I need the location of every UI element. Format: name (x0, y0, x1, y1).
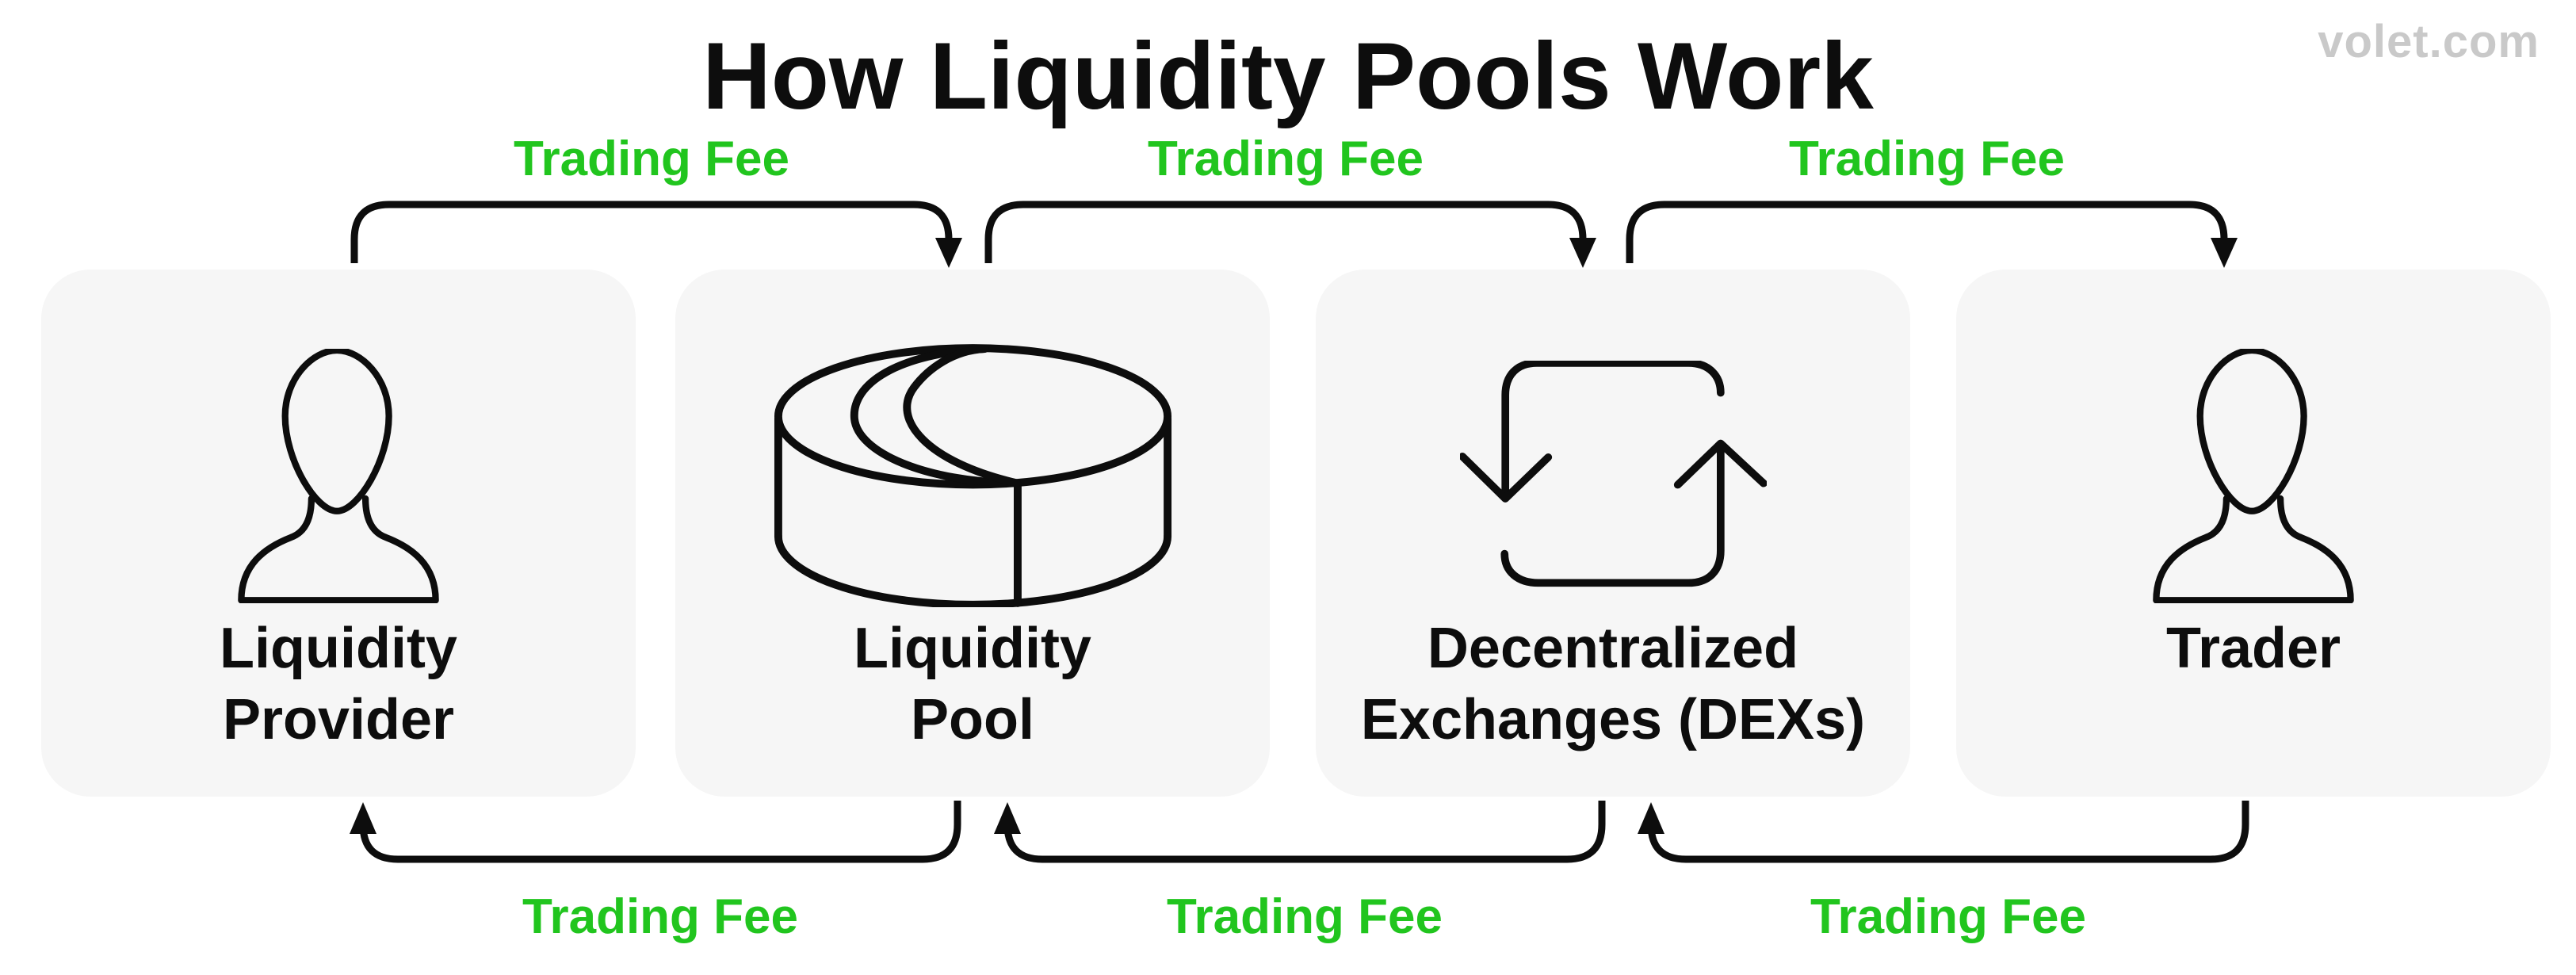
box-label-line-1: Decentralized (1427, 617, 1799, 680)
box-label-trader: Trader (1956, 613, 2551, 684)
swap-icon (1316, 341, 1910, 610)
box-label-line-1: Trader (2165, 617, 2341, 680)
arrow-pool-to-provider (350, 801, 961, 863)
pool-icon (675, 341, 1270, 610)
arrow-trader-to-dex (1638, 801, 2249, 863)
page-title: How Liquidity Pools Work (702, 23, 1874, 129)
box-label-line-2: Pool (911, 688, 1034, 751)
box-label-decentralized-exchanges: Decentralized Exchanges (DEXs) (1316, 613, 1910, 755)
box-trader: Trader (1956, 270, 2551, 797)
box-label-line-2: Provider (222, 688, 455, 751)
person-icon (1956, 341, 2551, 610)
arrow-dex-to-trader (1626, 201, 2238, 268)
trading-fee-label-bottom-3: Trading Fee (1810, 889, 2086, 944)
box-liquidity-provider: Liquidity Provider (41, 270, 636, 797)
arrow-dex-to-pool (994, 801, 1606, 863)
watermark: volet.com (2318, 16, 2540, 67)
arrow-provider-to-pool (350, 201, 962, 268)
box-label-liquidity-provider: Liquidity Provider (41, 613, 636, 755)
box-decentralized-exchanges: Decentralized Exchanges (DEXs) (1316, 270, 1910, 797)
box-label-line-1: Liquidity (854, 617, 1091, 680)
box-label-line-1: Liquidity (220, 617, 457, 680)
person-icon (41, 341, 636, 610)
box-liquidity-pool: Liquidity Pool (675, 270, 1270, 797)
arrow-pool-to-dex (984, 201, 1596, 268)
box-label-line-2: Exchanges (DEXs) (1360, 688, 1866, 751)
trading-fee-label-bottom-2: Trading Fee (1167, 889, 1443, 944)
trading-fee-label-top-3: Trading Fee (1789, 132, 2065, 186)
box-label-liquidity-pool: Liquidity Pool (675, 613, 1270, 755)
trading-fee-label-bottom-1: Trading Fee (522, 889, 798, 944)
trading-fee-label-top-2: Trading Fee (1148, 132, 1424, 186)
trading-fee-label-top-1: Trading Fee (514, 132, 789, 186)
